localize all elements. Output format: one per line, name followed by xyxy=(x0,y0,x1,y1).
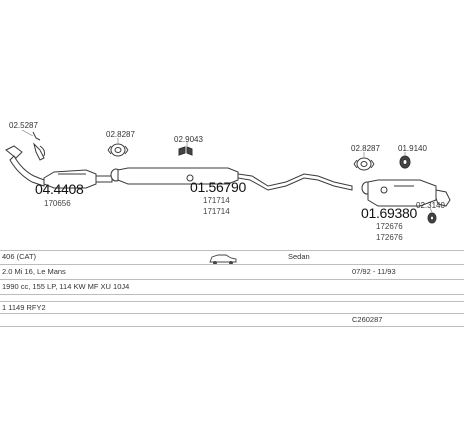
table-rule xyxy=(0,326,464,327)
table-rule xyxy=(0,250,464,251)
label-rear-muffler: 01.69380 xyxy=(361,205,417,221)
vehicle-years: 07/92 - 11/93 xyxy=(352,267,396,276)
front-clamp-icon xyxy=(32,131,45,157)
label-middle-ref-2: 171714 xyxy=(203,207,230,216)
label-gasket-rear: 02.8287 xyxy=(351,144,380,153)
label-clamp-front: 02.5287 xyxy=(9,121,38,130)
label-catalyst-ref: 170656 xyxy=(44,199,71,208)
label-catalyst: 04.4408 xyxy=(35,181,84,197)
mount-tail-icon xyxy=(427,212,437,224)
middle-pipe-silencer xyxy=(110,167,353,191)
label-rear-ref-2: 172676 xyxy=(376,233,403,242)
label-rear-ref-1: 172676 xyxy=(376,222,403,231)
label-gasket-front: 02.8287 xyxy=(106,130,135,139)
rear-muffler xyxy=(361,179,451,207)
mount-front-icon xyxy=(178,146,193,156)
label-mount-tail: 02.3140 xyxy=(416,201,445,210)
table-rule xyxy=(0,301,464,302)
label-mount-rear: 01.9140 xyxy=(398,144,427,153)
table-rule xyxy=(0,264,464,265)
label-middle-ref-1: 171714 xyxy=(203,196,230,205)
label-middle-pipe: 01.56790 xyxy=(190,179,246,195)
vehicle-body: Sedan xyxy=(288,252,310,261)
gasket-rear-icon xyxy=(353,157,375,171)
mount-rear-icon xyxy=(399,155,411,169)
vehicle-model: 406 (CAT) xyxy=(2,252,37,261)
front-pipe-catalyst xyxy=(5,142,113,189)
label-mount-front: 02.9043 xyxy=(174,135,203,144)
kit-number: C260287 xyxy=(352,315,383,324)
gasket-front-icon xyxy=(107,143,129,157)
leader-lines xyxy=(21,129,433,213)
vehicle-spec: 1990 cc, 155 LP, 114 KW MF XU 10J4 xyxy=(2,282,130,291)
table-rule xyxy=(0,313,464,314)
table-rule xyxy=(0,279,464,280)
table-rule xyxy=(0,294,464,295)
vehicle-engine: 2.0 Mi 16, Le Mans xyxy=(2,267,66,276)
vehicle-code: 1 1149 RFY2 xyxy=(2,303,46,312)
